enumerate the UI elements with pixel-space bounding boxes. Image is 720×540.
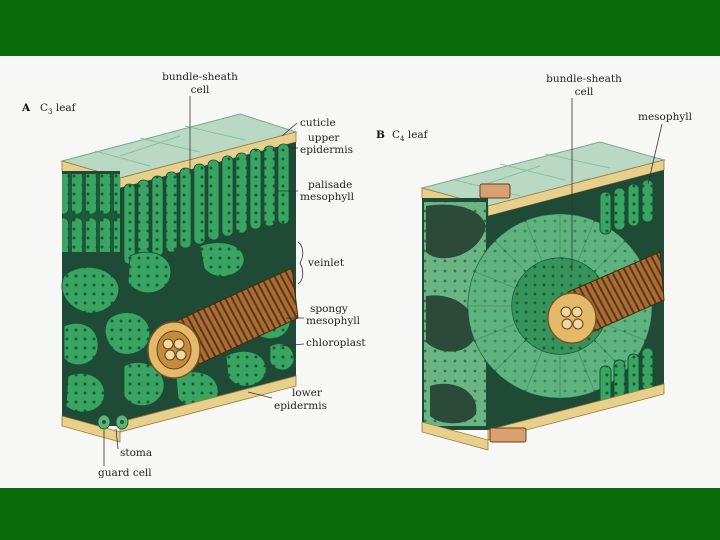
c4-top-stoma [480,184,510,198]
c4-leaf-block [422,142,664,450]
label-a-cuticle: cuticle [300,117,336,129]
label-a-upper-epidermis-2: epidermis [300,144,353,156]
label-b-bundle-sheath-2: cell [575,86,594,98]
label-a-spongy-1: spongy [310,303,348,315]
label-a-spongy-2: mesophyll [306,315,361,327]
bottom-banner [0,488,720,540]
c3-palisade-left [62,174,120,252]
label-a-bundle-sheath-1: bundle-sheath [162,71,238,83]
label-a-upper-epidermis-1: upper [308,132,340,144]
c4-lower-stoma [490,428,526,442]
label-a-guard-cell: guard cell [98,467,152,479]
leaf-anatomy-figure: A C3 leaf bundle-sheath cell cuticle upp… [0,56,720,488]
leaf-diagram-svg: A C3 leaf bundle-sheath cell cuticle upp… [0,56,720,488]
label-a-stoma: stoma [120,447,152,459]
label-b-bundle-sheath-1: bundle-sheath [546,73,622,85]
bracket-a-veinlet [298,242,303,284]
label-b-mesophyll: mesophyll [638,111,693,123]
panel-a-title: C3 leaf [40,102,77,116]
label-a-chloroplast: chloroplast [306,337,366,349]
label-a-lower-epidermis-2: epidermis [274,400,327,412]
panel-b-letter: B [376,129,385,141]
label-a-veinlet: veinlet [307,257,345,269]
c3-leaf-block [62,114,298,442]
label-a-palisade-1: palisade [308,179,352,191]
label-a-bundle-sheath-2: cell [191,84,210,96]
label-a-lower-epidermis-1: lower [292,387,323,399]
label-a-palisade-2: mesophyll [300,191,355,203]
panel-b-title: C4 leaf [392,129,429,143]
panel-a-letter: A [21,102,31,114]
top-banner [0,0,720,56]
